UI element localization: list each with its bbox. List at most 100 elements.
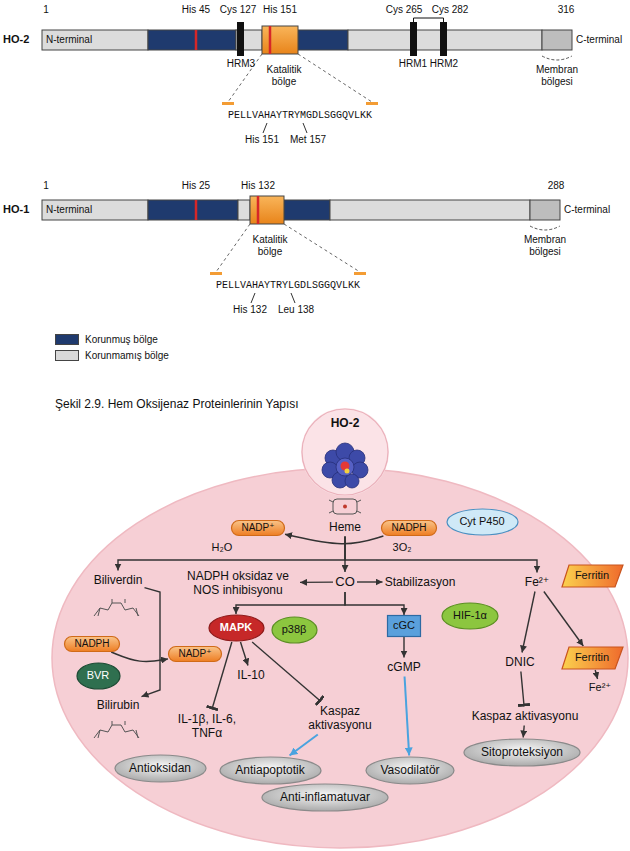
enzyme-box: cGC [387,615,421,637]
node-text: Fe²⁺ [589,681,611,694]
node-label: NADP⁺ [178,648,211,660]
residue-label: Cys 265 [386,4,423,16]
cytokine-label: IL-10 [235,666,267,685]
cysteine-marker [237,22,244,56]
catalytic-segment [250,196,284,224]
legend-swatch [55,334,79,345]
residue-label: His 151 [245,134,279,146]
node-label: Sitoproteksiyon [481,745,563,759]
kinase-ellipse: MAPK [208,614,265,642]
sequence-mark [210,272,222,275]
residue-tick [263,123,267,133]
node-text: NADP⁺ [178,648,211,660]
residue-label: His 45 [182,4,210,16]
node-text: Sitoproteksiyon [481,745,563,759]
pathway-arrow [405,677,410,756]
residue-tick [251,293,255,303]
cofactor-pill: NADP⁺ [231,520,285,536]
residue-label: His 151 [263,4,297,16]
pathway-arrow [523,726,524,738]
node-text: Anti-inflamatuvar [280,790,370,804]
process-label: Kaspaz aktivasyonu [470,707,581,726]
side-chains [329,500,361,513]
pathway-arrow [285,534,383,544]
pathway-arrow [595,670,597,679]
position-number: 316 [558,4,575,16]
pathway-arrow [300,581,333,583]
protein-parallelogram: Ferritin [561,646,624,670]
conserved-segment [148,200,238,220]
protein-structure [322,443,368,488]
node-shape [115,755,206,782]
pathway-arrow [403,637,404,658]
conserved-segment [148,30,236,50]
legend-row: Korunmamış bölge [55,350,169,361]
node-label: Kaspaz aktivasyonu [472,709,579,723]
effect-ellipse: Sitoproteksiyon [463,738,581,767]
pathway-background [52,408,628,848]
node-shape [388,616,421,637]
terminus-label: N-terminal [46,204,92,216]
process-label: NADPH oksidaz ve NOS inhibisyonu [176,567,300,600]
node-text: NADPH [391,522,426,534]
zoom-line [216,224,250,272]
molecule-label: CO [333,572,357,592]
node-label: HO-2 [331,416,360,430]
node-shape [442,603,498,629]
effect-ellipse: Vasodilatör [365,756,455,785]
node-text: NADP⁺ [241,522,274,534]
legend-text: Korunmuş bölge [85,334,158,345]
node-text: Biliverdin [94,573,143,587]
molecule-label: Bilirubin [95,696,142,715]
protein-parallelogram: Ferritin [561,564,624,588]
node-label: Bilirubin [97,698,140,712]
molecule-label: Fe²⁺ [587,679,614,697]
node-shape [382,521,437,536]
node-shape [447,509,518,535]
node-text: Heme [329,520,361,534]
catalytic-segment [262,26,298,54]
node-text: Fe²⁺ [525,575,549,589]
sequence-text: PELLVAHAYTRYMGDLSGGQVLKK [228,110,372,122]
zoom-line [284,224,360,272]
unconserved-segment [330,200,530,220]
node-text: Ferritin [575,569,609,582]
iron-site [345,469,350,474]
node-label: Vasodilatör [380,763,439,777]
node-label: Anti-inflamatuvar [280,790,370,804]
node-label: Kaspaz aktivasyonu [299,704,381,733]
node-label: Cyt P450 [459,515,504,528]
sequence-mark [354,272,366,275]
pathway-arrow [118,537,345,571]
node-text: NADPH [74,638,109,650]
node-shape [169,647,222,662]
cofactor-pill: NADPH [64,636,120,652]
node-label: Fe²⁺ [525,575,549,589]
node-label: Antiapoptotik [235,763,304,777]
effect-ellipse: Antiapoptotik [219,756,322,785]
node-label: IL-1β, IL-6, TNFα [167,712,247,741]
pathway-arrow [521,672,524,707]
region-label: Katalitik bölge [258,64,310,88]
enzyme-halo [301,408,389,496]
node-label: HIF-1α [453,609,487,622]
node-shape [302,409,388,495]
node-label: NADPH [74,638,109,650]
cofactor-pill: NADPH [381,520,437,536]
enzyme-circle: HO-2 [301,408,389,496]
node-text: Kaspaz aktivasyonu [299,704,381,733]
bilirubin-molecule [94,721,139,738]
kinase-ellipse: p38β [271,616,318,644]
pathway-arrow [142,588,161,697]
node-text: HO-2 [331,416,360,430]
conserved-segment [284,200,330,220]
node-shape [366,757,454,784]
node-text: Vasodilatör [380,763,439,777]
node-label: Ferritin [575,651,609,664]
node-text: Stabilizasyon [385,575,456,589]
unconserved-segment [42,30,148,50]
enzyme-ellipse: BVR [76,662,121,690]
node-shape [77,663,120,689]
node-label: DNIC [505,655,534,669]
region-label: Membran bölgesi [531,64,583,88]
